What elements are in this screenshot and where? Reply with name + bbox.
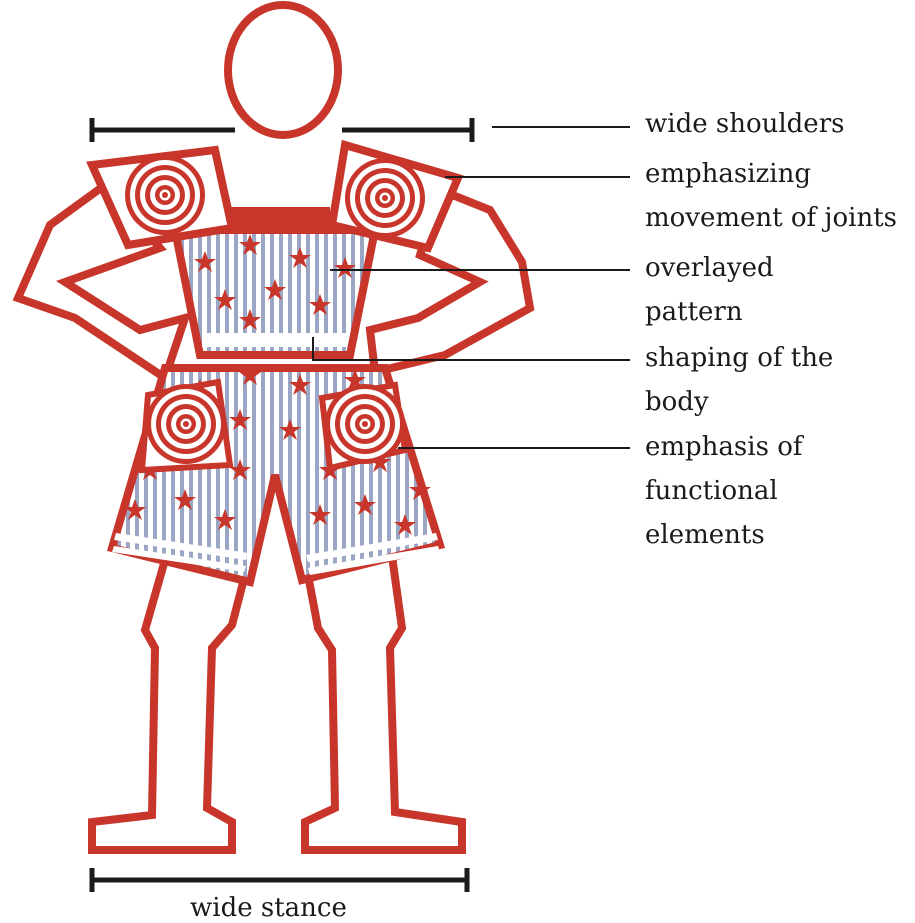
concentric-circle-pad-icon [325,384,405,464]
stance-width-bracket [92,868,467,892]
concentric-circle-pad-icon [146,384,226,464]
concentric-circle-pad-icon [125,155,205,235]
left-leg [92,560,245,850]
waist-belt [202,333,346,347]
label-wide-shoulders: wide shoulders [645,102,844,146]
legs [92,556,462,850]
head [228,5,338,135]
label-overlayed-pattern: overlayed pattern [645,246,774,334]
label-shaping-body: shaping of the body [645,336,833,424]
label-emphasizing-joints: emphasizing movement of joints [645,152,897,240]
collar-band [230,207,330,227]
right-leg [305,556,462,850]
right-knee-pad [322,384,405,468]
label-functional-elements: emphasis of functional elements [645,425,802,557]
left-knee-pad [142,382,230,470]
concentric-circle-pad-icon [345,158,425,238]
label-wide-stance: wide stance [190,893,347,923]
